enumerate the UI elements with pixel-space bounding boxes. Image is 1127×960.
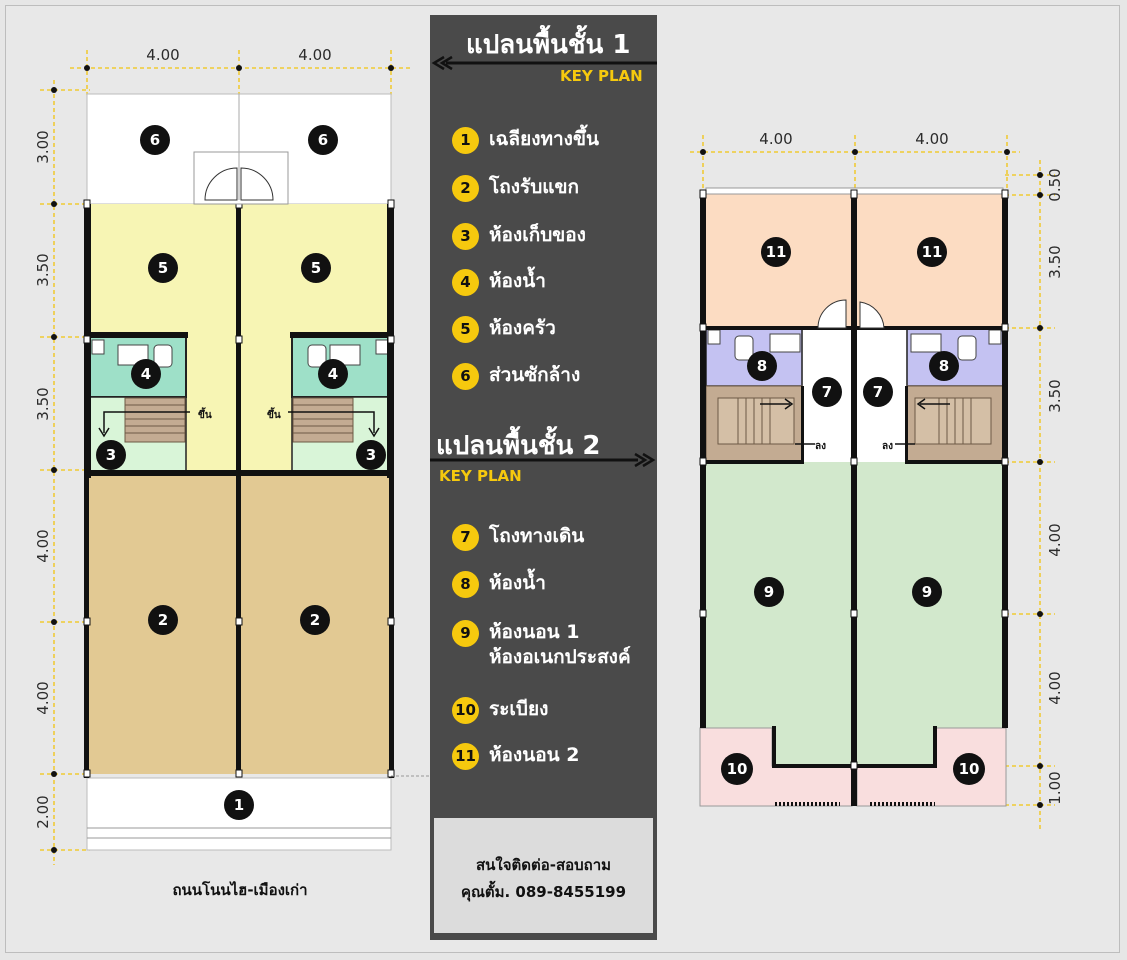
svg-text:5: 5: [311, 259, 321, 277]
legend-item-1: 1 เฉลียงทางขึ้น: [452, 127, 599, 154]
plan1-side-dim-5: 4.00: [34, 681, 52, 714]
svg-text:2: 2: [158, 611, 168, 629]
plan1-stair-label-left: ขึ้น: [198, 407, 212, 421]
svg-text:6: 6: [150, 131, 160, 149]
plan1-top-dim-1: 4.00: [146, 46, 179, 64]
legend-item-8: 8 ห้องน้ำ: [452, 571, 546, 598]
plan1-dimension-dots: [51, 65, 394, 853]
legend-panel: แปลนพื้นชั้น 1 KEY PLAN 1 เฉลียงทางขึ้น …: [430, 15, 657, 940]
plan1-side-dim-4: 4.00: [34, 529, 52, 562]
plan2-key-plan-label: KEY PLAN: [439, 467, 522, 485]
svg-text:6: 6: [318, 131, 328, 149]
legend-item-4: 4 ห้องน้ำ: [452, 269, 546, 296]
svg-text:1: 1: [234, 796, 244, 814]
contact-line-1: สนใจติดต่อ-สอบถาม: [475, 856, 612, 874]
legend-item-5: 5 ห้องครัว: [452, 316, 556, 343]
legend-item-7: 7 โถงทางเดิน: [452, 524, 584, 551]
plan1-side-dim-1: 3.00: [34, 130, 52, 163]
plan1-title: แปลนพื้นชั้น 1: [466, 30, 631, 60]
contact-line-2: คุณตั้ม. 089-8455199: [460, 883, 627, 901]
plan1-room-labels: 6 6 5 5 4 4 3 3 2 2 1: [96, 125, 386, 820]
svg-text:4: 4: [141, 365, 151, 383]
stairs-right: [292, 397, 354, 443]
svg-text:3: 3: [366, 446, 376, 464]
ground-floor-plan: 4.00 4.00 3.00 3.50 3.50 4.00 4.00 2.00: [34, 46, 430, 865]
plan1-key-plan-label: KEY PLAN: [560, 67, 643, 85]
plan2-title-arrow: [430, 452, 656, 468]
legend-item-10: 10 ระเบียง: [452, 697, 548, 724]
plan2-title: แปลนพื้นชั้น 2: [436, 431, 601, 461]
plan1-title-arrow: [431, 55, 657, 71]
legend-item-2: 2 โถงรับแขก: [452, 175, 579, 202]
legend-item-3: 3 ห้องเก็บของ: [452, 223, 586, 250]
stairs-left: [124, 397, 186, 443]
contact-box: สนใจติดต่อ-สอบถาม คุณตั้ม. 089-8455199: [434, 818, 653, 933]
svg-text:4: 4: [328, 365, 338, 383]
svg-text:2: 2: [310, 611, 320, 629]
legend-item-11: 11 ห้องนอน 2: [452, 743, 579, 770]
plan1-side-dim-2: 3.50: [34, 253, 52, 286]
svg-text:3: 3: [106, 446, 116, 464]
legend-item-9: 9 ห้องนอน 1 ห้องอเนกประสงค์: [452, 620, 631, 670]
legend-item-6: 6 ส่วนซักล้าง: [452, 363, 580, 390]
plan1-stair-label-right: ขึ้น: [267, 407, 281, 421]
plan1-side-dim-6: 2.00: [34, 795, 52, 828]
plan1-top-dim-2: 4.00: [298, 46, 331, 64]
plan1-side-dim-3: 3.50: [34, 387, 52, 420]
svg-text:5: 5: [158, 259, 168, 277]
street-label: ถนนโนนไฮ-เมืองเก่า: [172, 881, 308, 899]
